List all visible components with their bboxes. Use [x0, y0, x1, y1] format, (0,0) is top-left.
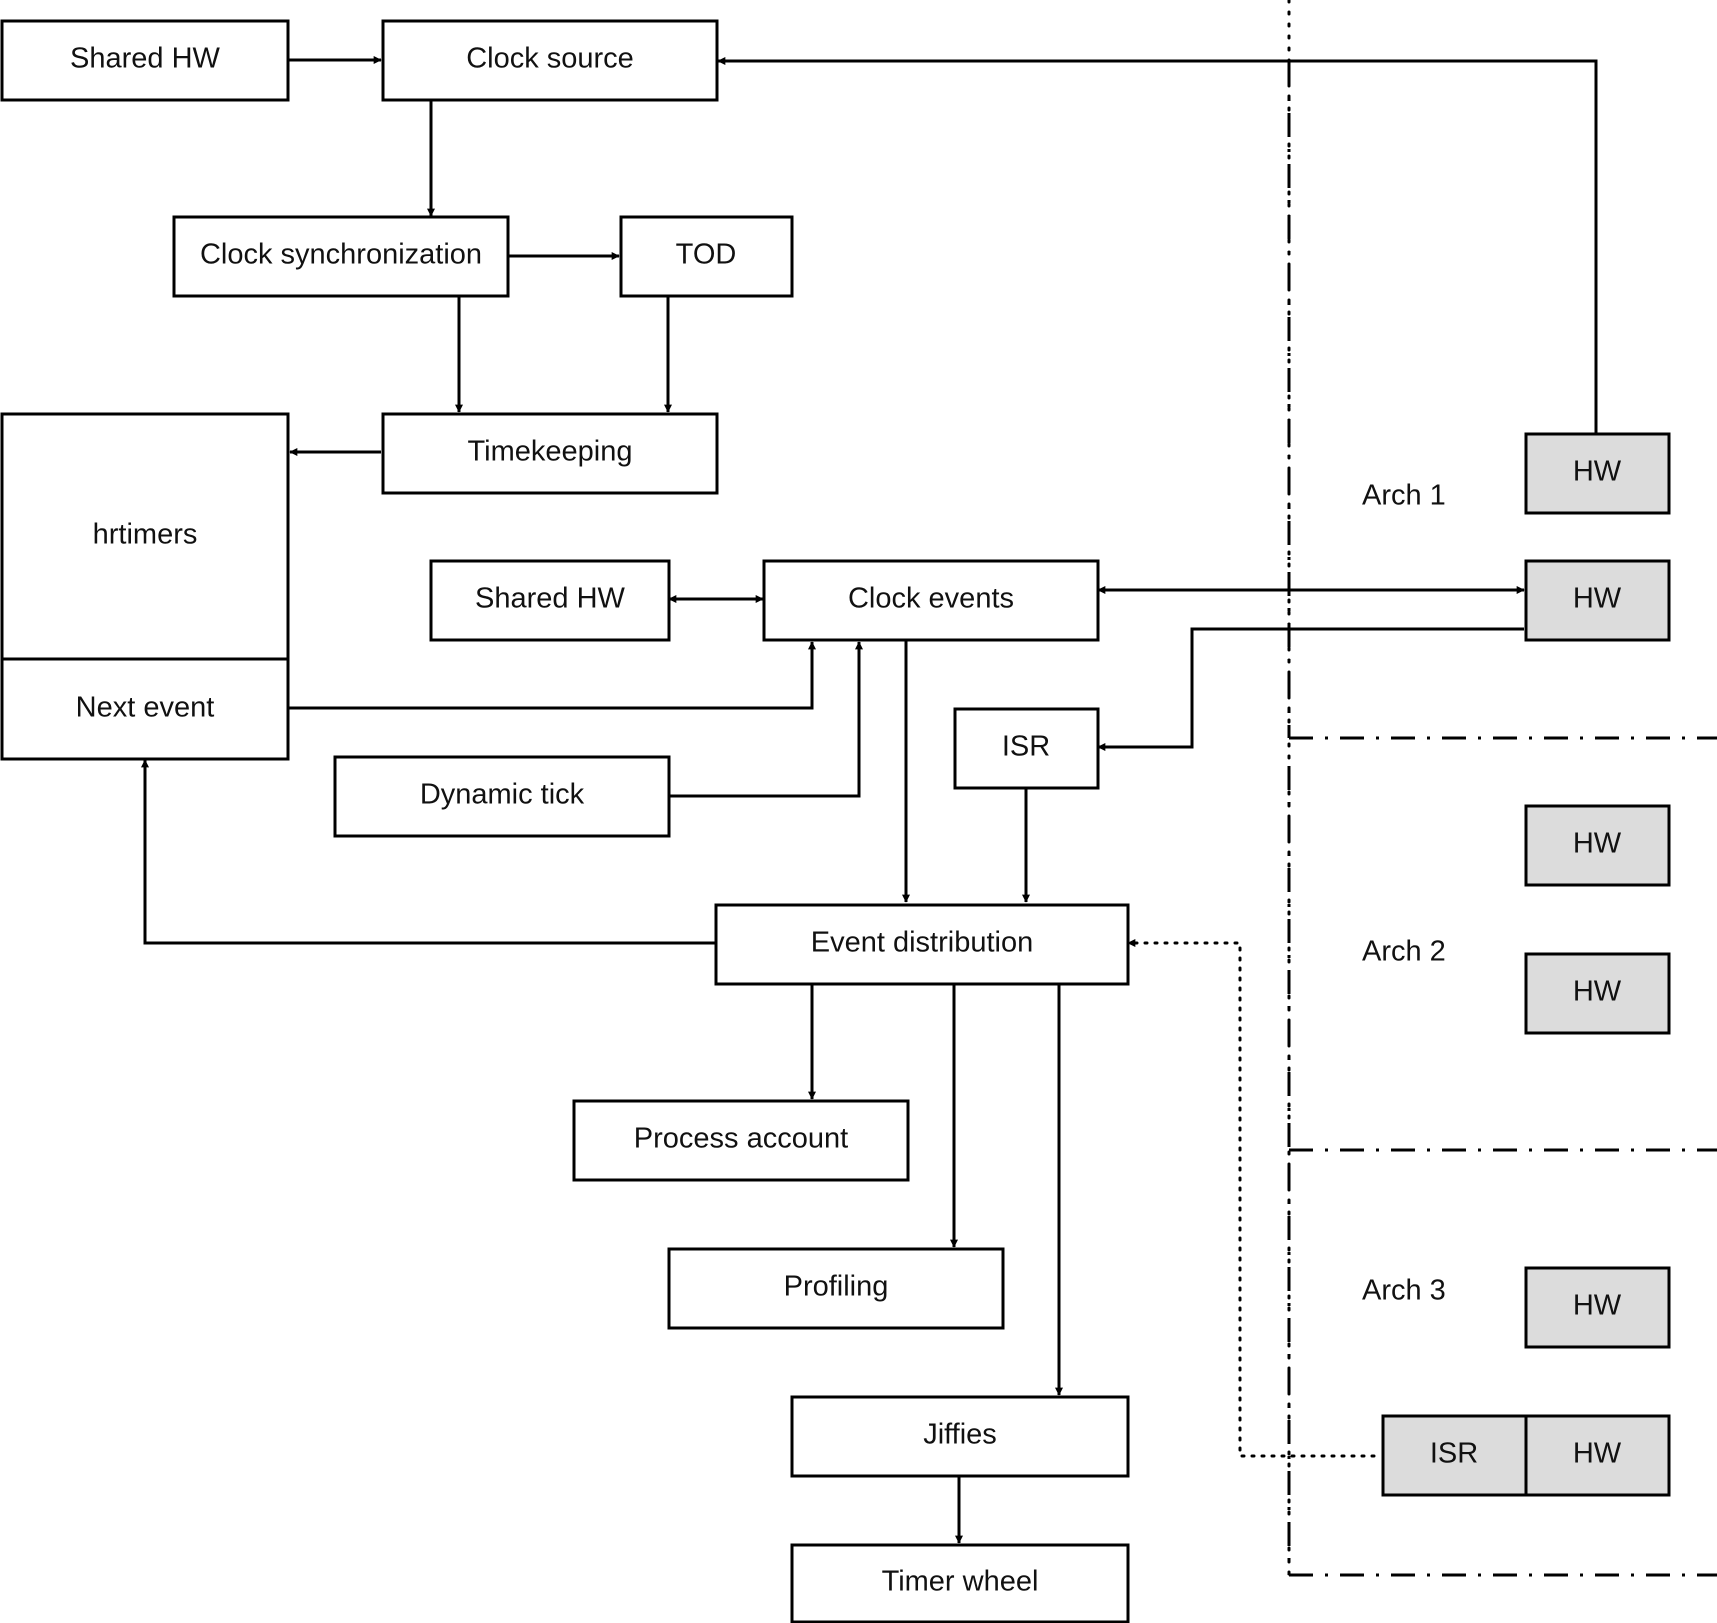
node-label: Shared HW — [475, 583, 626, 615]
node-dynamic-tick: Dynamic tick — [333, 755, 671, 838]
node-label: HW — [1573, 976, 1622, 1008]
arch-boundaries — [1287, 0, 1717, 1577]
edge-dynamictick-to-clockevents — [669, 641, 863, 798]
node-label: Event distribution — [811, 927, 1033, 959]
arch3-hw-2: HW — [1524, 1414, 1671, 1497]
node-isr-mid: ISR — [953, 707, 1100, 790]
node-label: HW — [1573, 1438, 1622, 1470]
node-label: ISR — [1430, 1438, 1478, 1470]
node-jiffies: Jiffies — [790, 1395, 1130, 1478]
node-shared-hw-top: Shared HW — [0, 19, 290, 102]
arch1-hw-2: HW — [1524, 559, 1671, 642]
node-process-account: Process account — [572, 1099, 910, 1182]
edge-eventdist-to-nextevent — [141, 759, 716, 945]
node-label: hrtimers — [93, 519, 198, 551]
node-label: HW — [1573, 583, 1622, 615]
connectors — [141, 56, 1598, 1544]
node-clock-events: Clock events — [762, 559, 1100, 642]
node-event-distribution: Event distribution — [714, 903, 1130, 986]
edge-nextevent-to-clockevents — [288, 641, 816, 710]
node-label: HW — [1573, 1290, 1622, 1322]
arch2-hw-2: HW — [1524, 952, 1671, 1035]
node-label: TOD — [676, 239, 737, 271]
node-label: HW — [1573, 828, 1622, 860]
arch1-hw-1: HW — [1524, 432, 1671, 515]
node-label: Dynamic tick — [420, 779, 585, 811]
node-label: Jiffies — [923, 1419, 997, 1451]
node-profiling: Profiling — [667, 1247, 1005, 1330]
arch3-hw-1: HW — [1524, 1266, 1671, 1349]
node-label: Timer wheel — [882, 1566, 1039, 1598]
edge-arch1hw-to-isr — [1097, 627, 1524, 751]
arch1-label: Arch 1 — [1362, 480, 1446, 512]
node-label: HW — [1573, 456, 1622, 488]
node-clock-source: Clock source — [381, 19, 719, 102]
node-clock-synchronization: Clock synchronization — [172, 215, 510, 298]
node-label: ISR — [1002, 731, 1050, 763]
node-label: Timekeeping — [468, 436, 633, 468]
arch3-isr: ISR — [1381, 1414, 1528, 1497]
arch3-label: Arch 3 — [1362, 1275, 1446, 1307]
edge-arch3isr-to-eventdist — [1126, 939, 1376, 1458]
node-label: Profiling — [784, 1271, 889, 1303]
node-timer-wheel: Timer wheel — [790, 1543, 1130, 1623]
node-shared-hw-mid: Shared HW — [429, 559, 671, 642]
arch2-label: Arch 2 — [1362, 936, 1446, 968]
node-label: Clock source — [466, 43, 634, 75]
node-next-event-label: Next event — [76, 692, 215, 724]
node-hrtimers: hrtimers Next event — [0, 412, 290, 761]
node-tod: TOD — [619, 215, 794, 298]
node-label: Shared HW — [70, 43, 221, 75]
node-label: Process account — [634, 1123, 848, 1155]
node-timekeeping: Timekeeping — [381, 412, 719, 495]
edge-arch1hw-to-clocksource — [717, 57, 1598, 434]
node-label: Clock events — [848, 583, 1014, 615]
node-label: Clock synchronization — [200, 239, 482, 271]
arch2-hw-1: HW — [1524, 804, 1671, 887]
